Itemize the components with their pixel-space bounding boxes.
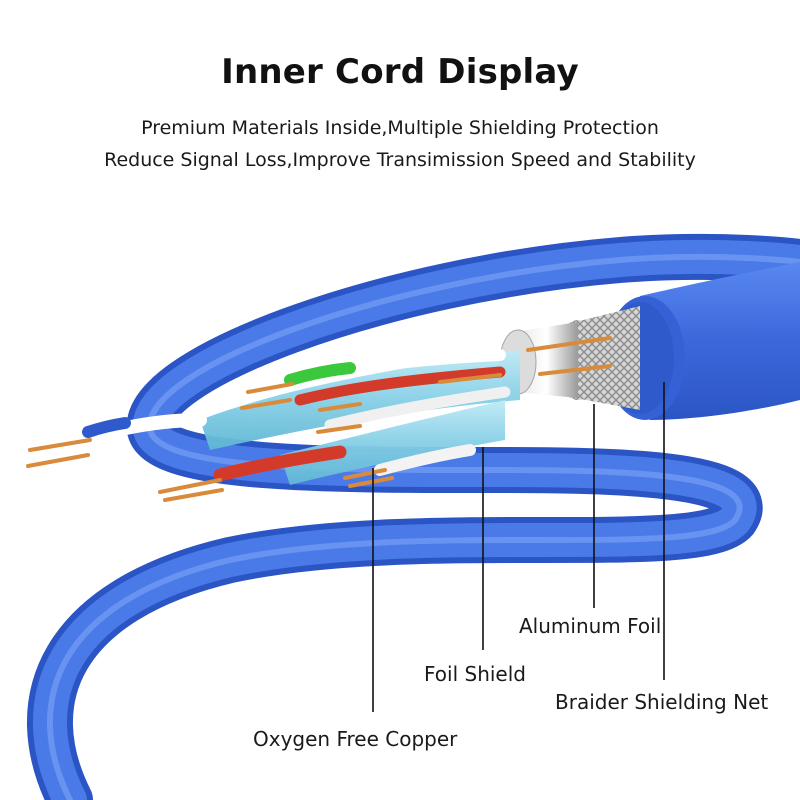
- cable-jacket-loop: [27, 233, 800, 800]
- callout-lines: [372, 382, 665, 712]
- label-oxygen-free-copper: Oxygen Free Copper: [253, 727, 458, 751]
- page-title: Inner Cord Display: [221, 52, 579, 92]
- label-braider-shielding-net: Braider Shielding Net: [555, 690, 769, 714]
- copper-conductors: [26, 336, 612, 502]
- label-aluminum-foil: Aluminum Foil: [519, 614, 662, 638]
- subtitle-line-2: Reduce Signal Loss,Improve Transimission…: [104, 149, 696, 171]
- label-foil-shield: Foil Shield: [424, 662, 526, 686]
- subtitle-line-1: Premium Materials Inside,Multiple Shield…: [141, 117, 659, 139]
